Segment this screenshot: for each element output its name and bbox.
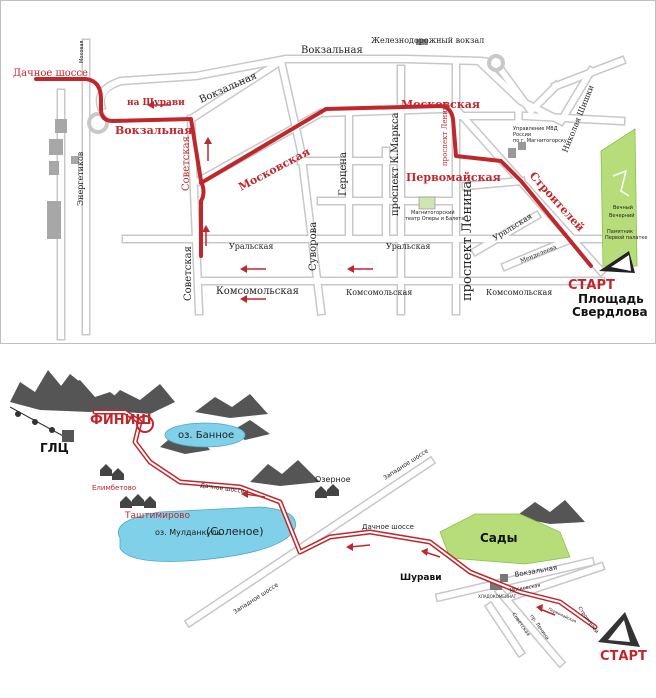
regional-map-svg: ФИНИШ ГЛЦ оз. Банное оз. Мулданкуль (Сол… bbox=[9, 370, 647, 669]
start-place-line1: Площадь bbox=[578, 292, 644, 306]
label-prospekt-karla-marksa: проспект К.Маркса bbox=[390, 112, 401, 216]
route-line-west bbox=[34, 77, 206, 258]
route-line-main bbox=[199, 104, 593, 268]
tashtimirovo-label: Таштимирово bbox=[124, 511, 191, 521]
label-sovetskaya-bottom: Советская bbox=[183, 246, 194, 301]
stroiteley-label: Строителей bbox=[576, 605, 600, 635]
elimbetovo-label: Елимбетово bbox=[92, 484, 136, 492]
label-moskovskaya-route: Московская bbox=[401, 98, 480, 111]
finish-loop bbox=[136, 415, 154, 433]
label-mvd-1: Управление МВД bbox=[513, 126, 558, 132]
label-sovetskaya-route: Советская bbox=[181, 136, 192, 191]
village-houses bbox=[100, 464, 508, 590]
sady-label: Сады bbox=[480, 531, 517, 545]
label-uralskaya-left: Уральская bbox=[229, 242, 273, 251]
label-theatre-1: Магнитогорский bbox=[411, 209, 455, 216]
start-place-line2: Свердлова bbox=[572, 305, 648, 319]
label-mvd-2: России bbox=[513, 132, 531, 138]
lake-solenoe-label: (Соленое) bbox=[206, 525, 263, 538]
theatre-building bbox=[418, 196, 436, 210]
label-komsomolskaya-right: Комсомольская bbox=[486, 288, 552, 297]
label-komsomolskaya-mid: Комсомольская bbox=[346, 288, 412, 297]
station-building bbox=[416, 39, 428, 45]
lake-muldakul-label: оз. Мулданкуль bbox=[155, 528, 221, 537]
label-uralskaya-mid: Уральская bbox=[386, 242, 430, 251]
lake-bannoe-label: оз. Банное bbox=[178, 430, 234, 441]
label-prospekt-lenina: проспект Ленина bbox=[460, 181, 475, 301]
city-map-svg: Железнодорожный вокзал Вокзальная Вокзал… bbox=[13, 36, 648, 341]
label-railway-station: Железнодорожный вокзал bbox=[371, 36, 484, 45]
label-energetikov: Энергетиков bbox=[76, 151, 85, 206]
label-suvorova: Суворова bbox=[308, 222, 319, 271]
mvd-building bbox=[508, 142, 526, 158]
city-route-map: Железнодорожный вокзал Вокзальная Вокзал… bbox=[0, 0, 656, 344]
regional-route-map: ФИНИШ ГЛЦ оз. Банное оз. Мулданкуль (Сол… bbox=[0, 352, 656, 698]
label-mokhovaya: Моховая bbox=[79, 41, 85, 63]
khladokombinat-label: ХЛАДОКОМБИНАТ bbox=[478, 594, 517, 599]
park-area bbox=[600, 128, 638, 267]
label-park-4: Первой палатке bbox=[605, 234, 647, 241]
start-label: СТАРТ bbox=[568, 278, 615, 293]
label-gertsena: Герцена bbox=[338, 152, 349, 196]
ozernoe-label: Озерное bbox=[315, 475, 351, 484]
dachnoe-shosse-2-label: Дачное шоссе bbox=[362, 523, 414, 531]
label-park-1: Вечный bbox=[613, 204, 633, 211]
label-vokzalnaya-route: Вокзальная bbox=[115, 124, 192, 137]
label-na-shuravi: на Шурави bbox=[127, 98, 185, 108]
lake-bannoe bbox=[164, 422, 246, 448]
label-pervomayskaya: Первомайская bbox=[406, 171, 501, 184]
finish-label: ФИНИШ bbox=[90, 413, 152, 428]
roundabout-east bbox=[487, 54, 505, 72]
label-prospekt-lenina-small: проспект Ленина bbox=[441, 101, 449, 166]
glts-label: ГЛЦ bbox=[40, 441, 69, 455]
label-park-3: Памятник bbox=[607, 229, 633, 235]
label-theatre-2: театр Оперы и Балета bbox=[405, 216, 464, 222]
industrial-blocks bbox=[47, 119, 79, 239]
label-dachnoe-shosse: Дачное шоссе bbox=[13, 68, 88, 79]
direction-arrows bbox=[147, 101, 373, 303]
ski-lift bbox=[9, 406, 74, 442]
shuravi-label: Шурави bbox=[400, 573, 442, 583]
label-vokzalnaya-top: Вокзальная bbox=[301, 45, 363, 56]
moskovskaya-label: Московская bbox=[509, 583, 541, 594]
label-mvd-3: по г. Магнитогорску bbox=[513, 138, 567, 144]
label-park-2: Вечерний bbox=[609, 212, 634, 219]
label-komsomolskaya-left: Комсомольская bbox=[216, 286, 299, 297]
direction-arrows-2 bbox=[241, 490, 556, 616]
start-label-2: СТАРТ bbox=[600, 649, 647, 664]
mountains bbox=[10, 370, 585, 524]
sady-area bbox=[439, 513, 571, 565]
regional-roads bbox=[183, 455, 606, 669]
